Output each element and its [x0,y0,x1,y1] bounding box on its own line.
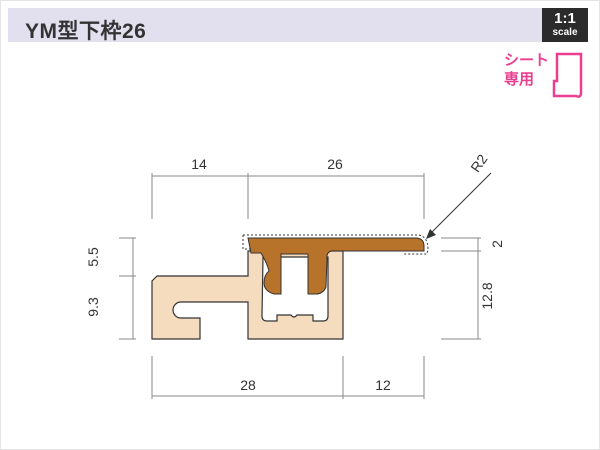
dim-bottom-12: 12 [375,377,391,393]
dim-bottom-28: 28 [240,377,256,393]
scale-ratio: 1:1 [554,10,576,27]
badge-line1: シート [504,52,550,69]
title-bar: YM型下枠26 1:1 scale [8,8,588,43]
dim-left-9.3: 9.3 [85,297,101,317]
dim-top-14: 14 [191,156,207,172]
badge-line2: 専用 [504,71,535,88]
dim-right-2: 2 [489,240,505,248]
extension-lines [119,173,481,399]
sheet-outline-dotted [242,234,429,255]
radius-leader [426,172,492,239]
scale-badge: 1:1 scale [542,8,588,42]
sheet-profile [247,237,425,295]
sheet-roll-icon [552,52,583,98]
dim-left-5.5: 5.5 [85,247,101,267]
dim-right-12.8: 12.8 [479,282,495,309]
page-title: YM型下枠26 [25,20,147,43]
dim-top-26: 26 [327,156,343,172]
sheet-only-badge: シート 専用 [504,51,549,89]
scale-label: scale [552,27,578,38]
radius-label: R2 [467,151,490,175]
